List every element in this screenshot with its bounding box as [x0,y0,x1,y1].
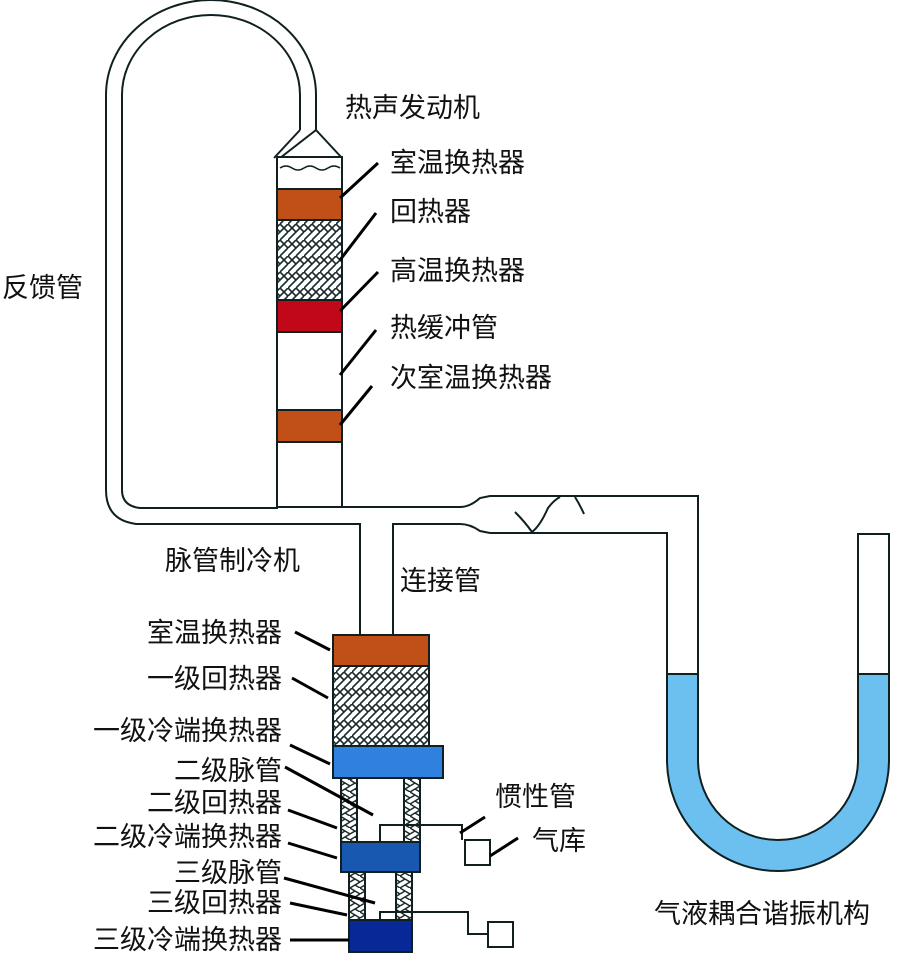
label-reservoir: 气库 [532,826,586,857]
label-stage2-pulse-tube: 二级脉管 [174,756,282,787]
stage2-cold-hx [340,841,421,873]
leader-lines [283,161,519,942]
label-resonator: 气液耦合谐振机构 [654,899,870,930]
label-stage3-pulse-tube: 三级脉管 [174,858,282,889]
stage1-regenerator [332,665,430,747]
label-stage3-regenerator: 三级回热器 [147,888,282,919]
label-stage2-cold-hx: 二级冷端换热器 [93,822,282,853]
resonator-open-leg [857,533,890,675]
label-feedback-tube: 反馈管 [2,273,83,304]
flow-arrows-icon [514,496,585,534]
label-engine-regenerator: 回热器 [390,197,471,228]
liquid-column [666,673,890,872]
engine-room-temp-hx [276,188,343,221]
stage3-reservoir [487,921,514,948]
label-inertance-tube: 惯性管 [495,782,576,813]
engine-screen [279,165,341,171]
thermoacoustic-engine [276,156,343,508]
secondary-room-temp-hx [276,409,343,443]
label-cooler-title: 脉管制冷机 [165,546,300,577]
label-engine-hot-hx: 高温换热器 [390,256,525,287]
stage2-reservoir [464,839,491,866]
label-cooler-room-hx: 室温换热器 [147,618,282,649]
label-engine-room-hx: 室温换热器 [390,148,525,179]
label-stage1-cold-hx: 一级冷端换热器 [93,716,282,747]
engine-hot-hx [276,299,343,333]
stage2-regenerator-right [403,777,421,843]
inertance-network [379,824,514,948]
engine-outlet-tube [341,442,699,674]
thermal-buffer-tube [276,331,343,411]
pulse-tube-cooler [332,634,444,953]
stage3-cold-hx [348,919,413,953]
label-stage1-regenerator: 一级回热器 [147,664,282,695]
label-engine-title: 热声发动机 [345,93,480,124]
feedback-tube [105,0,361,635]
stage1-cold-hx [332,745,444,779]
engine-regenerator [276,219,343,301]
label-secondary-room-hx: 次室温换热器 [390,363,552,394]
cooler-room-temp-hx [332,634,430,667]
label-thermal-buffer: 热缓冲管 [390,313,498,344]
stage3-inertance-tube [379,911,488,935]
label-stage3-cold-hx: 三级冷端换热器 [93,925,282,956]
label-stage2-regenerator: 二级回热器 [147,788,282,819]
label-connecting-tube: 连接管 [400,566,481,597]
stage2-regenerator-left [340,777,358,843]
gas-liquid-resonator [666,533,890,872]
